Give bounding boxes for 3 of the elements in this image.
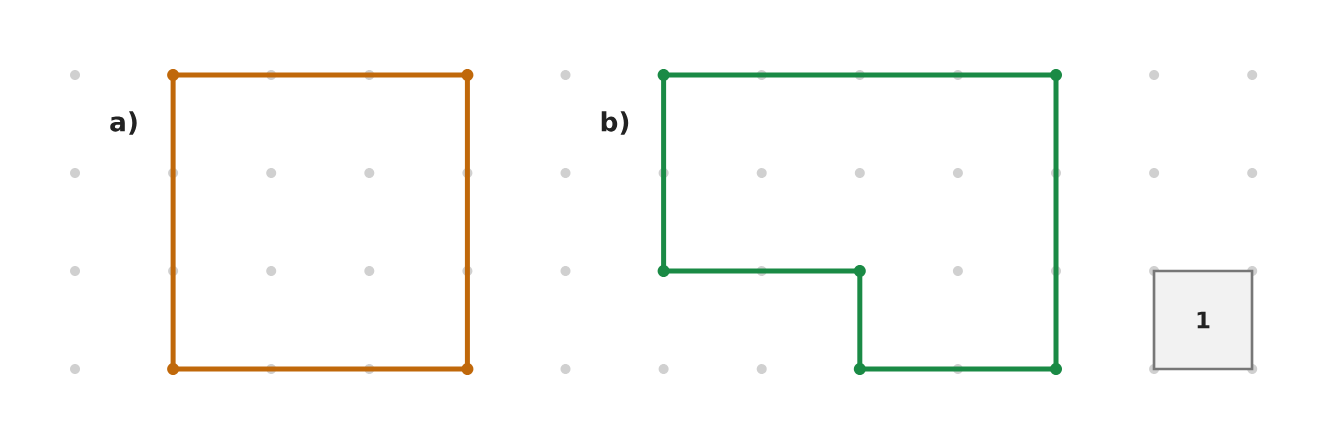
panel-label: b): [601, 111, 629, 135]
unit-square: 1: [1152, 269, 1254, 371]
panel-label: a): [110, 111, 137, 135]
